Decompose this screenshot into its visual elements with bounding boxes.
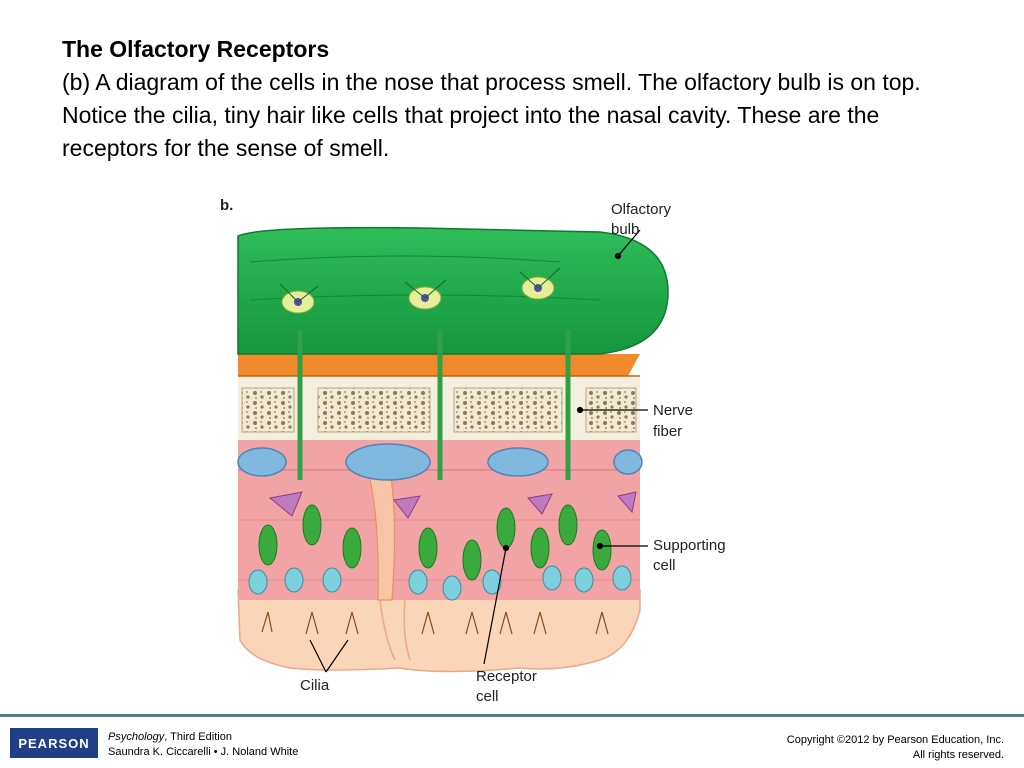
glands: [237, 443, 643, 481]
nerve-fibers: [297, 330, 571, 480]
slide-title: The Olfactory Receptors: [62, 36, 330, 62]
cilia: [261, 611, 609, 635]
publisher-logo: PEARSON: [10, 728, 98, 758]
rights-line: All rights reserved.: [912, 749, 1004, 761]
diagram-labels: Olfactory bulb Nerve fiber Supporting ce…: [300, 201, 726, 705]
receptor-cells: [258, 504, 612, 581]
panel-label: b.: [220, 197, 233, 214]
label-olfactory-bulb-2: bulb: [611, 221, 639, 238]
footer-rule: [0, 714, 1024, 717]
book-citation: Psychology, Third Edition Saundra K. Cic…: [108, 730, 298, 760]
mitral-cells: [279, 267, 561, 314]
label-supporting-cell-1: Supporting: [653, 537, 726, 554]
label-cilia: Cilia: [300, 677, 330, 694]
olfactory-bulb: [237, 226, 669, 355]
label-nerve-fiber-1: Nerve: [653, 402, 693, 419]
label-supporting-cell-2: cell: [653, 557, 676, 574]
label-receptor-cell-2: cell: [476, 688, 499, 705]
basal-layer: [237, 589, 641, 673]
supporting-cells: [248, 565, 632, 601]
copyright-notice: Copyright ©2012 by Pearson Education, In…: [787, 733, 1004, 763]
label-receptor-cell-1: Receptor: [476, 668, 537, 685]
label-leaders: [309, 229, 648, 673]
slide-description: (b) A diagram of the cells in the nose t…: [62, 69, 921, 161]
book-authors: Saundra K. Ciccarelli • J. Noland White: [108, 746, 299, 758]
label-nerve-fiber-2: fiber: [653, 423, 682, 440]
book-title: Psychology: [108, 731, 165, 743]
copyright-line: Copyright ©2012 by Pearson Education, In…: [786, 734, 1004, 746]
basal-purple-cells: [268, 491, 637, 519]
book-edition: , Third Edition: [164, 731, 232, 743]
label-olfactory-bulb-1: Olfactory: [611, 201, 672, 218]
